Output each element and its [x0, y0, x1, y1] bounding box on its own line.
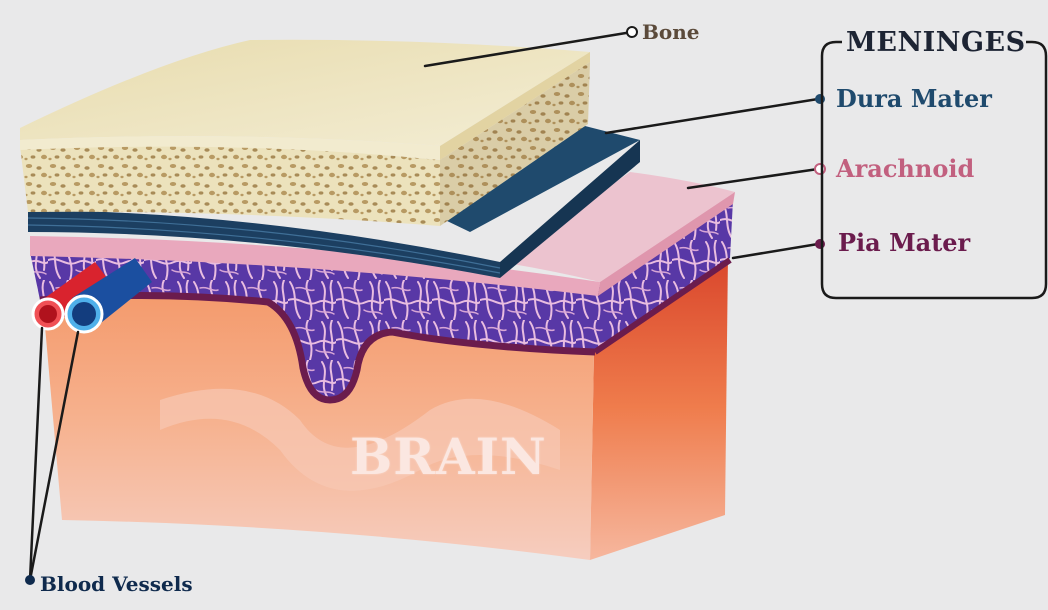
arachnoid-leader: [688, 169, 818, 188]
blood-artery-leader: [30, 328, 42, 580]
bone-label: Bone: [642, 22, 700, 42]
blood-vessels-label: Blood Vessels: [40, 574, 193, 594]
arachnoid-marker: [815, 164, 825, 174]
arachnoid-label: Arachnoid: [836, 157, 974, 181]
artery-lumen: [39, 305, 57, 323]
dura-marker: [815, 94, 825, 104]
bone-marker: [627, 27, 637, 37]
pia-leader: [733, 244, 818, 258]
vein-lumen: [72, 302, 96, 326]
pia-marker: [815, 239, 825, 249]
meninges-title: MENINGES: [846, 29, 1026, 56]
brain-label: BRAIN: [350, 432, 547, 482]
dura-mater-label: Dura Mater: [836, 87, 992, 111]
pia-mater-label: Pia Mater: [838, 231, 970, 255]
blood-marker: [25, 575, 35, 585]
dura-leader: [606, 99, 818, 133]
